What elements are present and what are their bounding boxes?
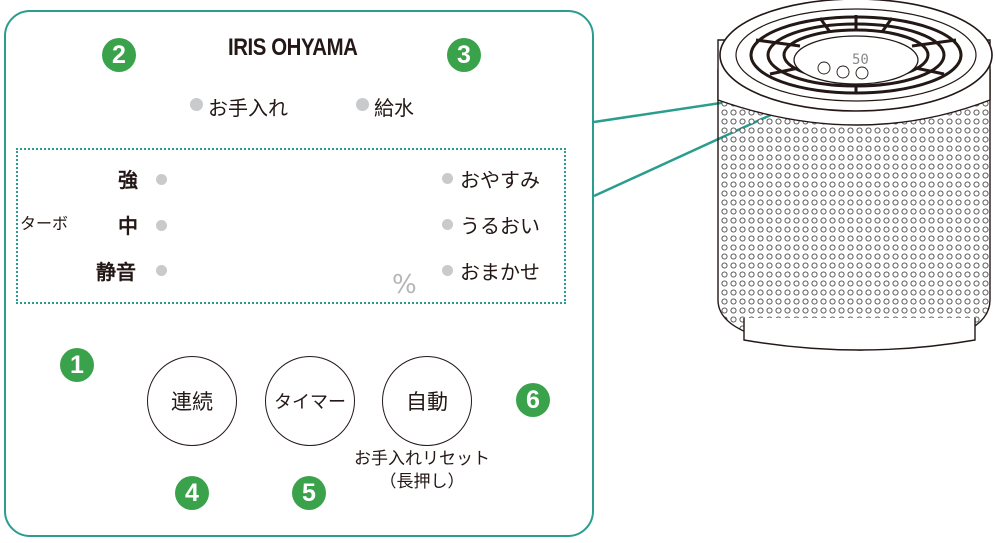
turbo-medium-label: 中 bbox=[118, 214, 138, 238]
callout-badge-6: 6 bbox=[516, 383, 550, 417]
care-reset-note-line2: （長押し） bbox=[379, 472, 465, 492]
mode-auto-label: おまかせ bbox=[460, 260, 540, 284]
water-indicator-led bbox=[356, 98, 369, 111]
continuous-button[interactable]: 連続 bbox=[147, 356, 237, 446]
turbo-quiet-label: 静音 bbox=[96, 260, 136, 284]
continuous-button-label: 連続 bbox=[171, 390, 213, 414]
turbo-group-label: ターボ bbox=[20, 214, 69, 233]
timer-button-label: タイマー bbox=[274, 392, 346, 413]
care-indicator-led bbox=[190, 98, 203, 111]
callout-badge-3: 3 bbox=[447, 38, 481, 72]
callout-badge-1: 1 bbox=[60, 348, 94, 382]
mode-sleep-led bbox=[442, 173, 453, 184]
mode-moist-led bbox=[442, 219, 453, 230]
callout-badge-2: 2 bbox=[102, 38, 136, 72]
mode-auto-led bbox=[442, 265, 453, 276]
display-area-box bbox=[16, 148, 566, 304]
display-digits-value: 88 bbox=[212, 300, 213, 301]
mode-moist-label: うるおい bbox=[460, 214, 540, 238]
care-reset-note-line1: お手入れリセット bbox=[354, 449, 490, 469]
timer-button[interactable]: タイマー bbox=[265, 356, 355, 446]
mode-sleep-label: おやすみ bbox=[460, 168, 540, 192]
turbo-strong-label: 強 bbox=[118, 168, 138, 192]
water-indicator-label: 給水 bbox=[374, 96, 414, 120]
turbo-quiet-led bbox=[156, 265, 167, 276]
svg-text:50: 50 bbox=[852, 52, 869, 68]
care-reset-note: お手入れリセット （長押し） bbox=[354, 448, 490, 494]
humidifier-device-drawing: 50 bbox=[717, 0, 993, 351]
turbo-medium-led bbox=[156, 220, 167, 231]
callout-badge-5: 5 bbox=[292, 476, 326, 510]
auto-button-label: 自動 bbox=[406, 390, 448, 414]
callout-badge-4: 4 bbox=[175, 476, 209, 510]
control-panel-frame bbox=[4, 10, 594, 537]
brand-logo: IRIS OHYAMA bbox=[228, 34, 358, 61]
care-indicator-label: お手入れ bbox=[208, 96, 288, 120]
auto-button[interactable]: 自動 bbox=[382, 356, 472, 446]
turbo-strong-led bbox=[156, 174, 167, 185]
percent-unit: % bbox=[392, 270, 417, 300]
